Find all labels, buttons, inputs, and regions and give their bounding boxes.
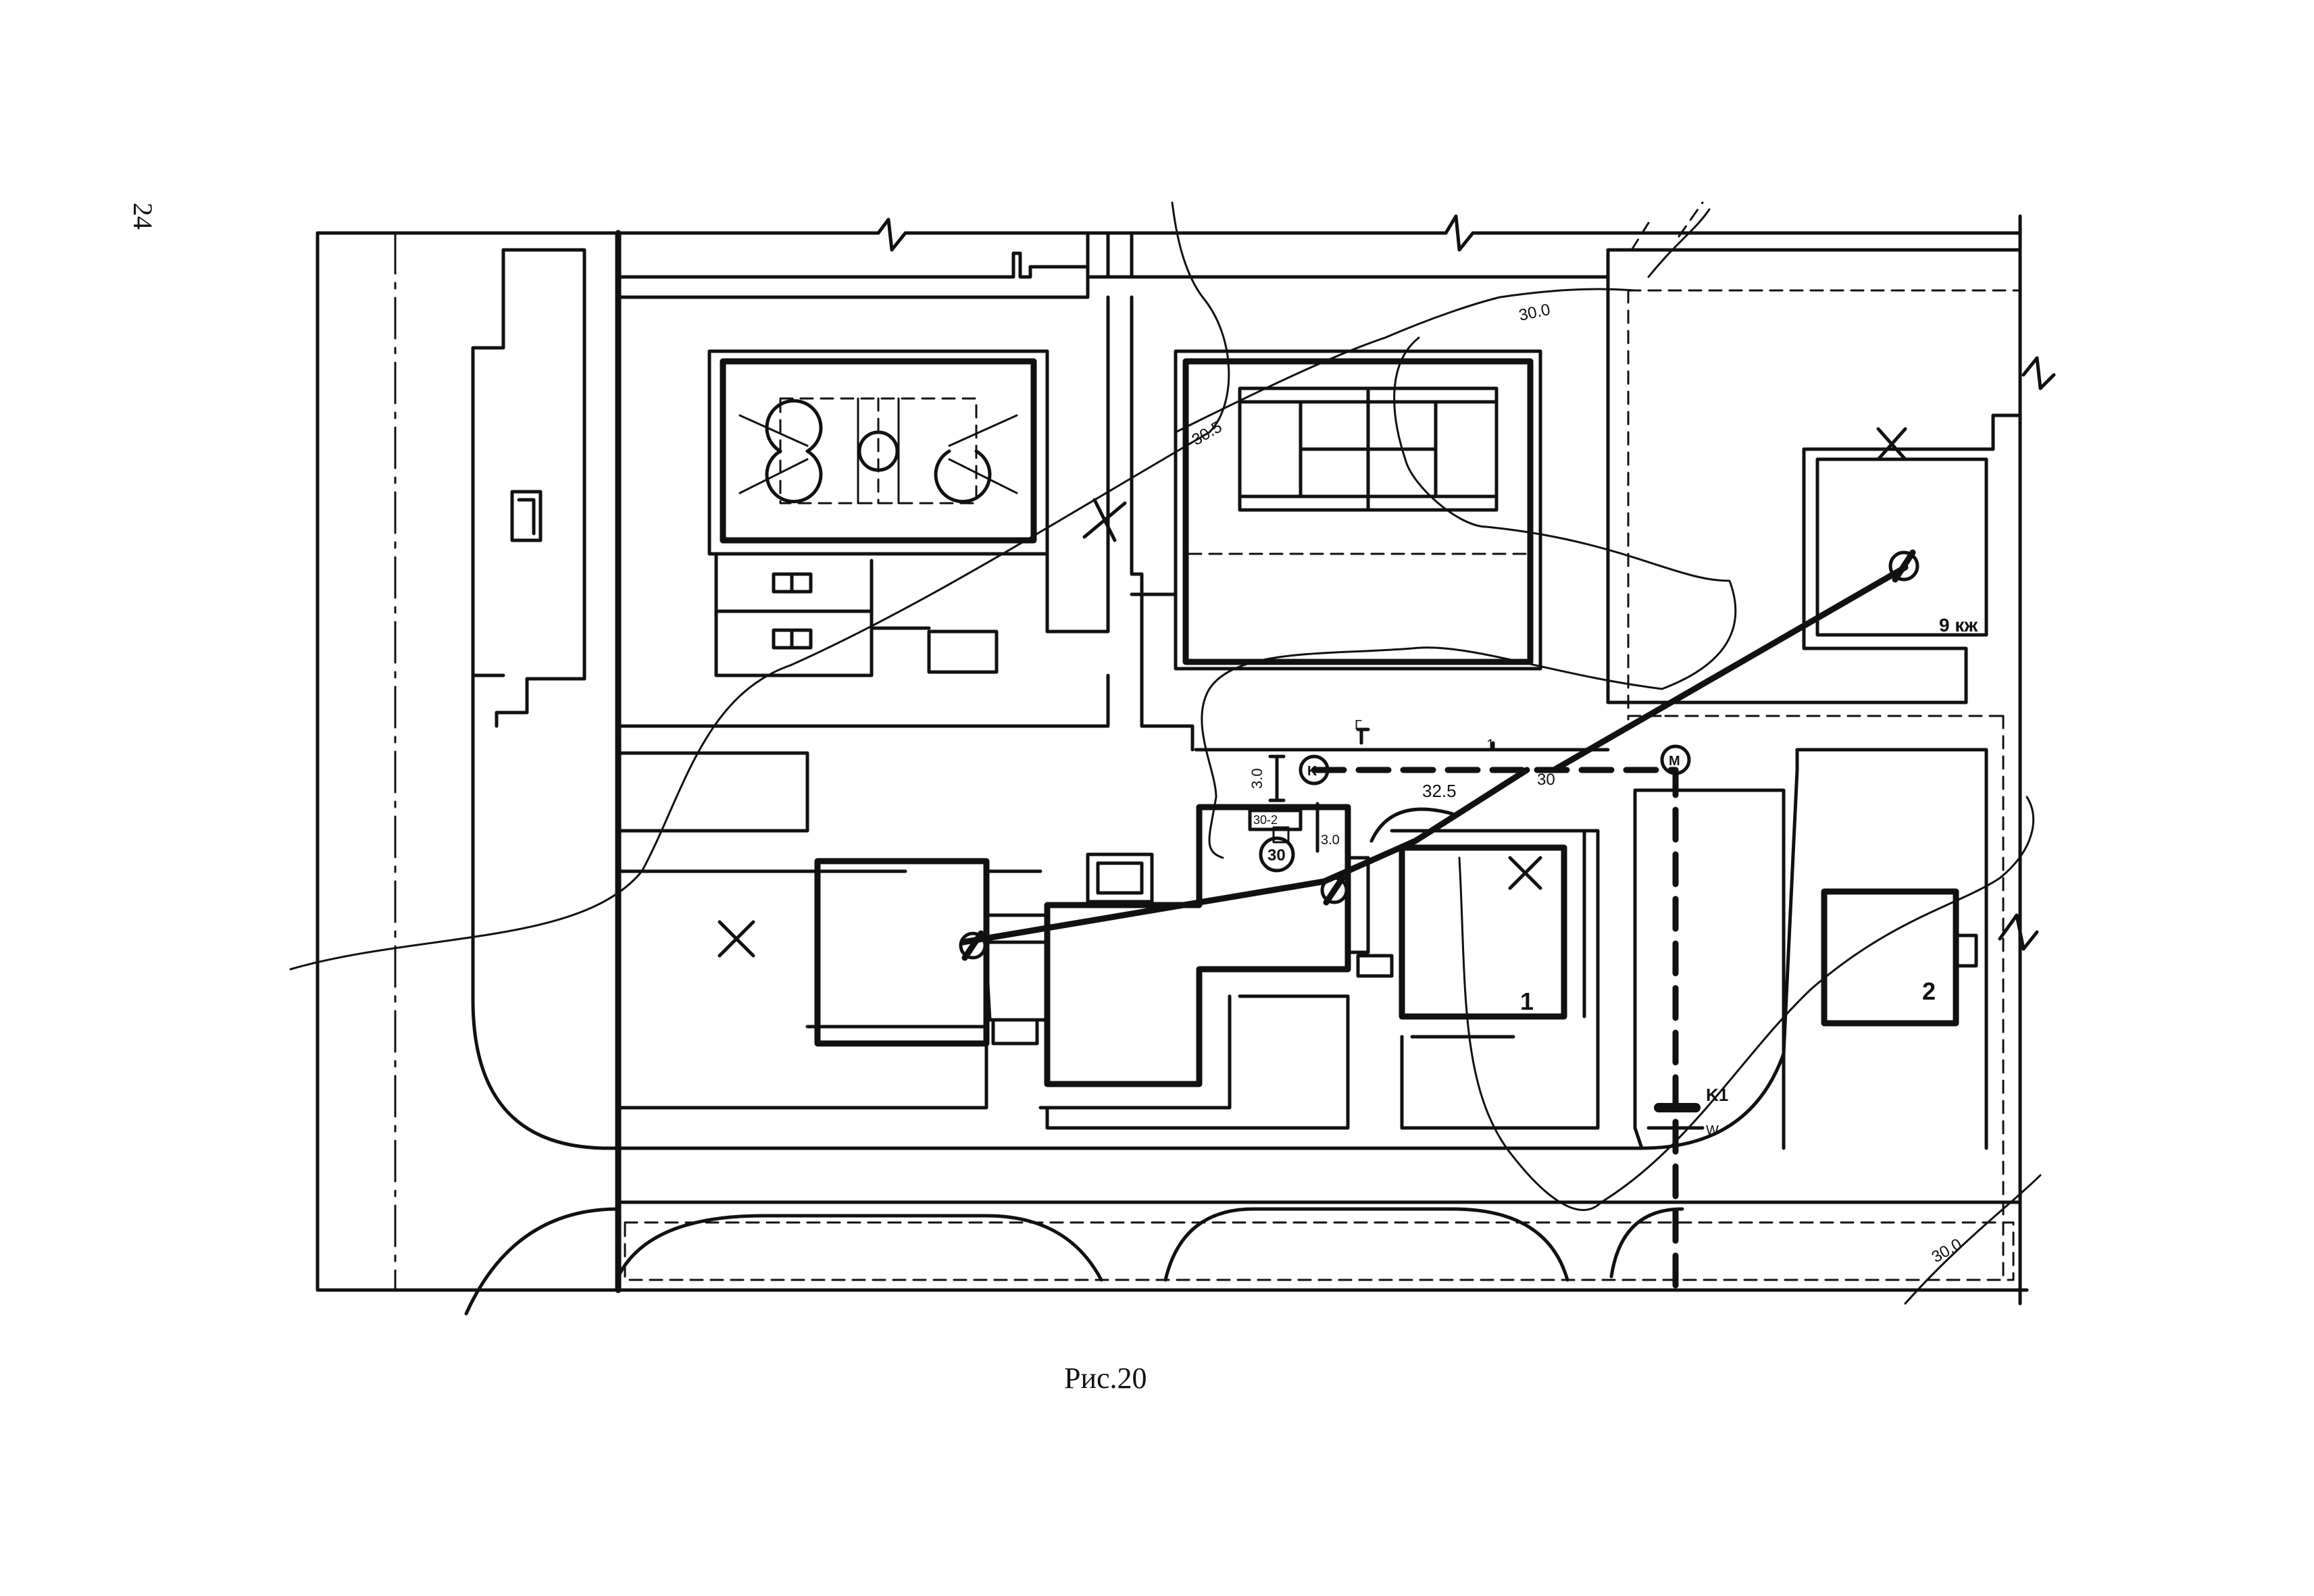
dimension-30: 30 bbox=[1537, 771, 1555, 789]
x-markers bbox=[718, 920, 755, 958]
marker-g: Г bbox=[1355, 718, 1362, 733]
green-strip-south bbox=[624, 1221, 2015, 1281]
sports-block-west bbox=[616, 231, 1127, 677]
building-1 bbox=[1399, 844, 1567, 1020]
dimension-3-0-vertical: 3.0 bbox=[1249, 768, 1265, 789]
marker-w: W bbox=[1706, 1123, 1719, 1138]
driveway bbox=[464, 673, 2022, 1316]
contour-label-30-0-south: 30.0 bbox=[1929, 1235, 1965, 1266]
wells bbox=[959, 549, 1919, 961]
annex bbox=[1086, 852, 1154, 904]
building-west-wing bbox=[814, 858, 990, 1047]
site-boundary bbox=[316, 214, 2029, 1306]
figure-caption: Рис.20 bbox=[1064, 1362, 1147, 1395]
break-marks bbox=[876, 214, 2056, 951]
dimension-32-5: 32.5 bbox=[1422, 781, 1457, 801]
court-frame-east bbox=[1174, 349, 1542, 671]
contour-label-30-0-north: 30.0 bbox=[1517, 301, 1552, 325]
east-parcel bbox=[1627, 289, 2022, 721]
building-2 bbox=[1821, 888, 1959, 1027]
marker-30-circled: 30 bbox=[1267, 846, 1286, 865]
dimension-3-0-short: 3.0 bbox=[1321, 833, 1340, 848]
kiosk bbox=[510, 490, 543, 542]
plan-labels: 30.5 30.0 30.0 1 2 K M K1 3.0 3.0 1 32.5… bbox=[1189, 301, 1979, 1266]
marker-30-2: 30-2 bbox=[1253, 813, 1278, 827]
sidewalk-west bbox=[471, 248, 586, 728]
well-label-m: M bbox=[1669, 754, 1680, 769]
street-north bbox=[616, 231, 2022, 279]
apartment-label: 9 кж bbox=[1939, 615, 1978, 636]
building-1-label: 1 bbox=[1520, 987, 1534, 1015]
dimension-1: 1 bbox=[1486, 736, 1494, 753]
well-label-k: K bbox=[1307, 764, 1317, 779]
utility-network bbox=[959, 564, 1909, 1290]
central-lots bbox=[616, 673, 2005, 1281]
court-frame bbox=[707, 349, 1049, 556]
school-buildings bbox=[814, 804, 1978, 1087]
basketball-court bbox=[720, 358, 1037, 544]
well-label-k1: K1 bbox=[1706, 1085, 1728, 1105]
contour-lines bbox=[289, 201, 2042, 1305]
tennis-area bbox=[1182, 358, 1534, 665]
sports-block-east bbox=[1130, 275, 1968, 728]
building-2-label: 2 bbox=[1922, 977, 1936, 1005]
